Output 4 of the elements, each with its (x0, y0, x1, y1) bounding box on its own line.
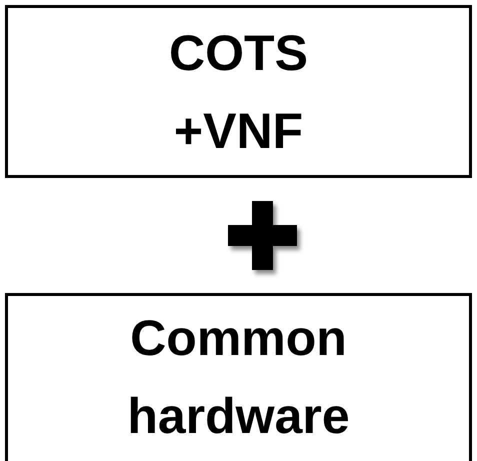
text-box (5, 5, 472, 178)
text-box (5, 293, 472, 461)
box-label: COTS +VNF (168, 24, 309, 160)
box-label: Common hardware (126, 309, 351, 446)
